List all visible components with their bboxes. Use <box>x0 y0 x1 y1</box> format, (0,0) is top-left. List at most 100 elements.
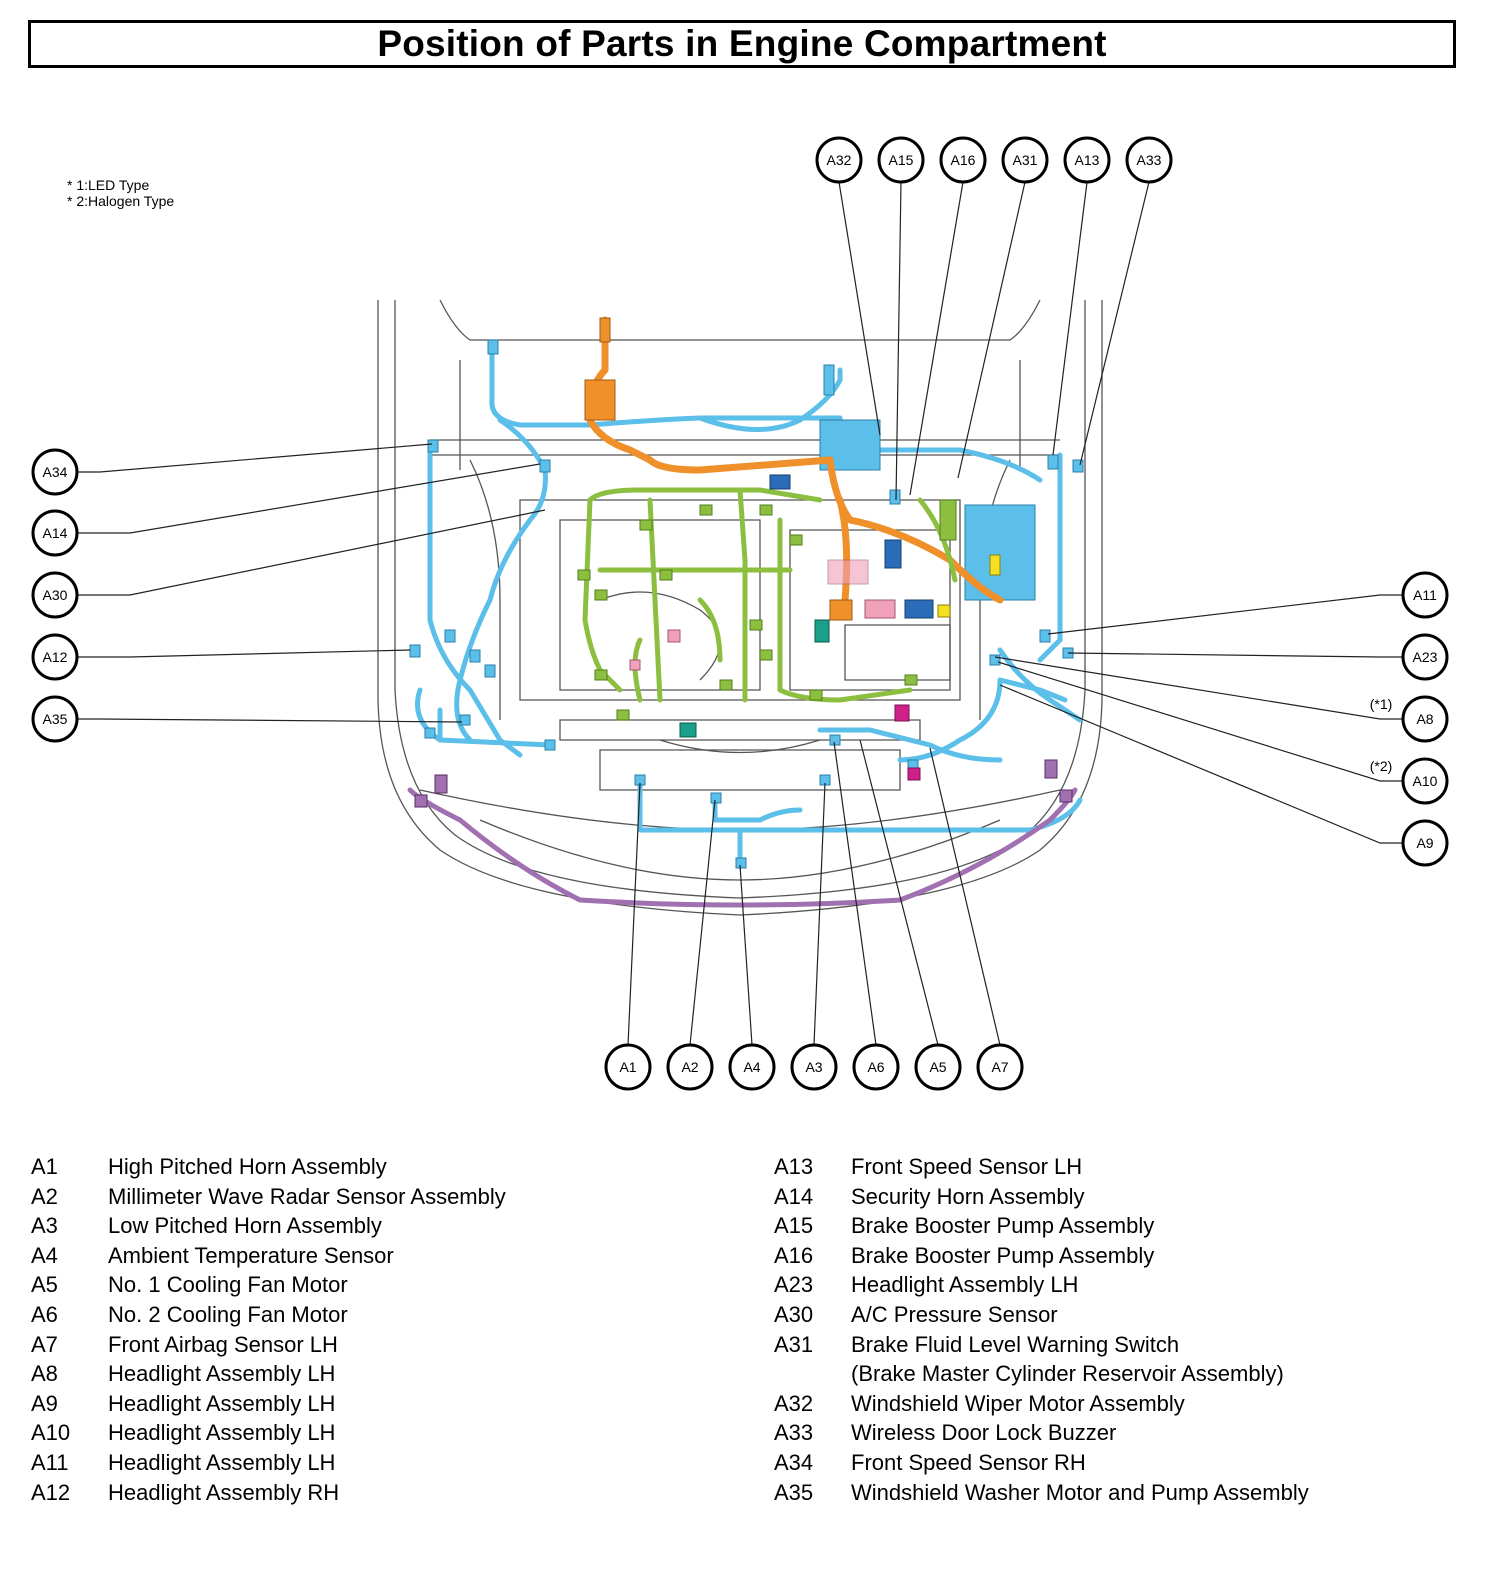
legend-desc: Headlight Assembly LH <box>108 1361 336 1387</box>
legend-row: A6 No. 2 Cooling Fan Motor <box>31 1300 731 1330</box>
callout-label: A12 <box>43 649 68 665</box>
legend-left: A1 High Pitched Horn Assembly A2 Millimete… <box>31 1152 731 1507</box>
legend-desc: Front Speed Sensor RH <box>851 1449 1086 1475</box>
callout-label: A7 <box>991 1059 1008 1075</box>
legend-row: A35 Windshield Washer Motor and Pump Asse… <box>774 1478 1474 1508</box>
legend-code: A32 <box>774 1390 814 1416</box>
callout-A1: A1 <box>604 1043 652 1091</box>
legend-code: A4 <box>31 1242 58 1268</box>
legend-code: A13 <box>774 1154 814 1179</box>
callout-A12: A12 <box>31 633 79 681</box>
note-halogen: * 2:Halogen Type <box>67 193 175 209</box>
legend-row: A5 No. 1 Cooling Fan Motor <box>31 1270 731 1300</box>
legend-desc: Headlight Assembly RH <box>108 1479 340 1505</box>
callout-label: A3 <box>805 1059 822 1075</box>
legend-row: A12 Headlight Assembly RH <box>31 1478 731 1508</box>
legend-row: A4 Ambient Temperature Sensor <box>31 1241 731 1271</box>
callout-A15: A15 <box>877 136 925 184</box>
legend-code: A15 <box>774 1213 814 1239</box>
engine-compartment-diagram: A32 A15 A16 A31 A13 A33 A34 A14 A30 A12 … <box>31 136 1449 1091</box>
legend-code: A33 <box>774 1420 814 1446</box>
legend-code: A12 <box>31 1479 71 1505</box>
legend-row: A34 Front Speed Sensor RH <box>774 1448 1474 1478</box>
legend-desc: Windshield Washer Motor and Pump Assembl… <box>851 1479 1309 1505</box>
callout-label: A15 <box>889 152 914 168</box>
legend-code: A34 <box>774 1449 814 1475</box>
legend-code: A1 <box>31 1154 58 1179</box>
callout-note-A10: (*2) <box>1370 758 1393 774</box>
legend-desc: Ambient Temperature Sensor <box>108 1242 394 1268</box>
callout-A34: A34 <box>31 448 79 496</box>
legend-code: A8 <box>31 1361 58 1387</box>
legend-desc: Headlight Assembly LH <box>108 1420 336 1446</box>
callout-A8: A8 <box>1401 695 1449 743</box>
legend-row: A8 Headlight Assembly LH <box>31 1359 731 1389</box>
callout-label: A32 <box>827 152 852 168</box>
legend-desc: Brake Booster Pump Assembly <box>851 1213 1155 1239</box>
callout-label: A23 <box>1413 649 1438 665</box>
callout-label: A33 <box>1137 152 1162 168</box>
callout-A7: A7 <box>976 1043 1024 1091</box>
accent-components <box>629 474 1001 781</box>
callout-label: A10 <box>1413 773 1438 789</box>
callout-A10: A10 <box>1401 757 1449 805</box>
legend-desc: Brake Fluid Level Warning Switch <box>851 1331 1180 1357</box>
legend-code: A30 <box>774 1301 814 1327</box>
callout-label: A16 <box>951 152 976 168</box>
page-title: Position of Parts in Engine Compartment <box>377 23 1107 64</box>
callout-A35: A35 <box>31 695 79 743</box>
callout-A3: A3 <box>790 1043 838 1091</box>
legend-desc: A/C Pressure Sensor <box>851 1301 1058 1327</box>
legend-desc: Headlight Assembly LH <box>851 1272 1079 1298</box>
legend-code: A7 <box>31 1331 58 1357</box>
legend-desc: No. 2 Cooling Fan Motor <box>108 1301 348 1327</box>
callout-A16: A16 <box>939 136 987 184</box>
legend-row: A7 Front Airbag Sensor LH <box>31 1330 731 1360</box>
legend-code: A5 <box>31 1272 58 1298</box>
legend-code: A23 <box>774 1272 814 1298</box>
callout-label: A14 <box>43 525 68 541</box>
callout-label: A6 <box>867 1059 884 1075</box>
legend-desc: Wireless Door Lock Buzzer <box>851 1420 1117 1446</box>
legend-desc: Millimeter Wave Radar Sensor Assembly <box>108 1183 506 1209</box>
callout-A23: A23 <box>1401 633 1449 681</box>
callout-label: A2 <box>681 1059 698 1075</box>
callout-label: A31 <box>1013 152 1038 168</box>
legend-desc: Windshield Wiper Motor Assembly <box>851 1390 1185 1416</box>
legend-row: A15 Brake Booster Pump Assembly <box>774 1211 1474 1241</box>
purple-blocks <box>414 759 1073 808</box>
legend-desc: Front Airbag Sensor LH <box>108 1331 338 1357</box>
callout-label: A9 <box>1416 835 1433 851</box>
title-box: Position of Parts in Engine Compartment <box>28 20 1456 68</box>
legend-row: A1 High Pitched Horn Assembly <box>31 1152 731 1182</box>
legend-row: A13 Front Speed Sensor LH <box>774 1152 1474 1182</box>
vehicle-outline <box>377 299 1103 916</box>
legend-desc: (Brake Master Cylinder Reservoir Assembl… <box>851 1361 1284 1387</box>
legend-code: A2 <box>31 1183 58 1209</box>
callout-note-A8: (*1) <box>1370 696 1393 712</box>
callout-A31: A31 <box>1001 136 1049 184</box>
callout-label: A34 <box>43 464 68 480</box>
callout-A33: A33 <box>1125 136 1173 184</box>
legend-desc: Front Speed Sensor LH <box>851 1154 1083 1179</box>
callout-A30: A30 <box>31 571 79 619</box>
callout-A5: A5 <box>914 1043 962 1091</box>
legend-desc: Security Horn Assembly <box>851 1183 1085 1209</box>
legend-code: A6 <box>31 1301 58 1327</box>
callout-label: A8 <box>1416 711 1433 727</box>
callout-label: A1 <box>619 1059 636 1075</box>
legend-desc: No. 1 Cooling Fan Motor <box>108 1272 348 1298</box>
legend-desc: High Pitched Horn Assembly <box>108 1154 387 1179</box>
legend-code: A35 <box>774 1479 814 1505</box>
legend-row: A23 Headlight Assembly LH <box>774 1270 1474 1300</box>
callout-A32: A32 <box>815 136 863 184</box>
leader-lines <box>78 181 1402 1046</box>
callout-A9: A9 <box>1401 819 1449 867</box>
legend-row: A33 Wireless Door Lock Buzzer <box>774 1418 1474 1448</box>
callout-A14: A14 <box>31 509 79 557</box>
